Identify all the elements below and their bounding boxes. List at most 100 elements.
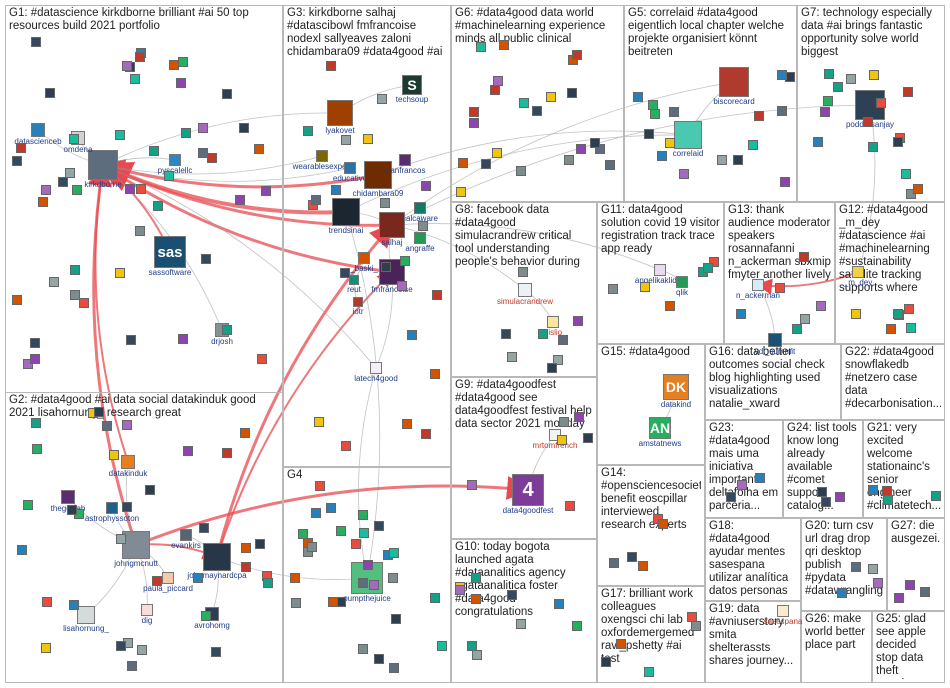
user-thumbnail[interactable] bbox=[519, 97, 530, 108]
user-thumbnail[interactable] bbox=[455, 186, 466, 197]
user-thumbnail[interactable] bbox=[389, 547, 400, 558]
node-pyscalellc[interactable]: pyscalellc bbox=[158, 154, 192, 175]
user-thumbnail[interactable] bbox=[69, 265, 80, 276]
user-thumbnail[interactable] bbox=[517, 266, 528, 277]
user-thumbnail[interactable] bbox=[799, 251, 810, 262]
user-thumbnail[interactable] bbox=[42, 596, 53, 607]
user-thumbnail[interactable] bbox=[490, 85, 501, 96]
user-thumbnail[interactable] bbox=[493, 76, 504, 87]
user-thumbnail[interactable] bbox=[481, 159, 492, 170]
user-thumbnail[interactable] bbox=[163, 170, 174, 181]
user-thumbnail[interactable] bbox=[892, 137, 903, 148]
user-thumbnail[interactable] bbox=[126, 335, 137, 346]
user-thumbnail[interactable] bbox=[115, 534, 126, 545]
node-educative[interactable]: educative bbox=[333, 162, 367, 183]
user-thumbnail[interactable] bbox=[573, 315, 584, 326]
node-lyakovet[interactable]: lyakovet bbox=[325, 100, 355, 135]
user-thumbnail[interactable] bbox=[867, 142, 878, 153]
user-thumbnail[interactable] bbox=[302, 126, 313, 137]
user-thumbnail[interactable] bbox=[835, 492, 846, 503]
user-thumbnail[interactable] bbox=[644, 129, 655, 140]
user-thumbnail[interactable] bbox=[23, 499, 34, 510]
user-thumbnail[interactable] bbox=[177, 56, 188, 67]
user-thumbnail[interactable] bbox=[754, 473, 765, 484]
node-johngmcnutt[interactable]: johngmcnutt bbox=[114, 531, 158, 568]
user-thumbnail[interactable] bbox=[94, 407, 105, 418]
user-thumbnail[interactable] bbox=[820, 106, 831, 117]
user-thumbnail[interactable] bbox=[552, 355, 563, 366]
user-thumbnail[interactable] bbox=[126, 661, 137, 672]
user-thumbnail[interactable] bbox=[129, 73, 140, 84]
user-thumbnail[interactable] bbox=[812, 136, 823, 147]
user-thumbnail[interactable] bbox=[604, 159, 615, 170]
node-calcaware[interactable]: calcaware bbox=[402, 202, 438, 223]
user-thumbnail[interactable] bbox=[919, 587, 930, 598]
user-thumbnail[interactable] bbox=[725, 491, 736, 502]
user-thumbnail[interactable] bbox=[737, 480, 748, 491]
user-thumbnail[interactable] bbox=[563, 154, 574, 165]
user-thumbnail[interactable] bbox=[31, 418, 42, 429]
user-thumbnail[interactable] bbox=[72, 185, 83, 196]
user-thumbnail[interactable] bbox=[823, 69, 834, 80]
user-thumbnail[interactable] bbox=[616, 639, 627, 650]
user-thumbnail[interactable] bbox=[575, 143, 586, 154]
node-datakinduk[interactable]: datakinduk bbox=[109, 455, 147, 478]
user-thumbnail[interactable] bbox=[421, 181, 432, 192]
user-thumbnail[interactable] bbox=[817, 486, 828, 497]
user-thumbnail[interactable] bbox=[253, 143, 264, 154]
user-thumbnail[interactable] bbox=[221, 89, 232, 100]
user-thumbnail[interactable] bbox=[637, 560, 648, 571]
user-thumbnail[interactable] bbox=[627, 552, 638, 563]
user-thumbnail[interactable] bbox=[380, 197, 391, 208]
user-thumbnail[interactable] bbox=[668, 107, 679, 118]
user-thumbnail[interactable] bbox=[643, 666, 654, 677]
node-kirkdborne[interactable]: kirkdborne bbox=[84, 150, 122, 189]
user-thumbnail[interactable] bbox=[261, 185, 272, 196]
node-gislio[interactable]: gislio bbox=[544, 316, 562, 337]
user-thumbnail[interactable] bbox=[902, 87, 913, 98]
node-johnmaynardcpa[interactable]: johnmaynardcpa bbox=[187, 543, 247, 580]
user-thumbnail[interactable] bbox=[582, 433, 593, 444]
user-thumbnail[interactable] bbox=[873, 578, 884, 589]
user-thumbnail[interactable] bbox=[235, 194, 246, 205]
user-thumbnail[interactable] bbox=[78, 298, 89, 309]
user-thumbnail[interactable] bbox=[58, 176, 69, 187]
user-thumbnail[interactable] bbox=[470, 594, 481, 605]
user-thumbnail[interactable] bbox=[358, 644, 369, 655]
user-thumbnail[interactable] bbox=[341, 440, 352, 451]
node-paula_piccard[interactable]: paula_piccard bbox=[143, 572, 193, 593]
user-thumbnail[interactable] bbox=[733, 154, 744, 165]
user-thumbnail[interactable] bbox=[421, 428, 432, 439]
user-thumbnail[interactable] bbox=[931, 491, 942, 502]
user-thumbnail[interactable] bbox=[335, 526, 346, 537]
user-thumbnail[interactable] bbox=[351, 539, 362, 550]
user-thumbnail[interactable] bbox=[390, 614, 401, 625]
user-thumbnail[interactable] bbox=[886, 323, 897, 334]
user-thumbnail[interactable] bbox=[116, 641, 127, 652]
user-thumbnail[interactable] bbox=[376, 94, 387, 105]
node-vdi_summit[interactable]: vdi_summit bbox=[755, 333, 795, 356]
node-wearablesexpert[interactable]: wearablesexpert bbox=[293, 150, 351, 171]
user-thumbnail[interactable] bbox=[609, 557, 620, 568]
user-thumbnail[interactable] bbox=[241, 542, 252, 553]
node-dig[interactable]: dig bbox=[141, 604, 153, 625]
user-thumbnail[interactable] bbox=[115, 268, 126, 279]
user-thumbnail[interactable] bbox=[501, 329, 512, 340]
user-thumbnail[interactable] bbox=[399, 256, 410, 267]
user-thumbnail[interactable] bbox=[607, 283, 618, 294]
user-thumbnail[interactable] bbox=[457, 157, 468, 168]
user-thumbnail[interactable] bbox=[374, 520, 385, 531]
user-thumbnail[interactable] bbox=[40, 185, 51, 196]
user-thumbnail[interactable] bbox=[31, 444, 42, 455]
user-thumbnail[interactable] bbox=[467, 479, 478, 490]
user-thumbnail[interactable] bbox=[851, 562, 862, 573]
user-thumbnail[interactable] bbox=[210, 646, 221, 657]
user-thumbnail[interactable] bbox=[800, 313, 811, 324]
node-reut[interactable]: reut bbox=[347, 275, 361, 294]
user-thumbnail[interactable] bbox=[472, 649, 483, 660]
user-thumbnail[interactable] bbox=[37, 197, 48, 208]
